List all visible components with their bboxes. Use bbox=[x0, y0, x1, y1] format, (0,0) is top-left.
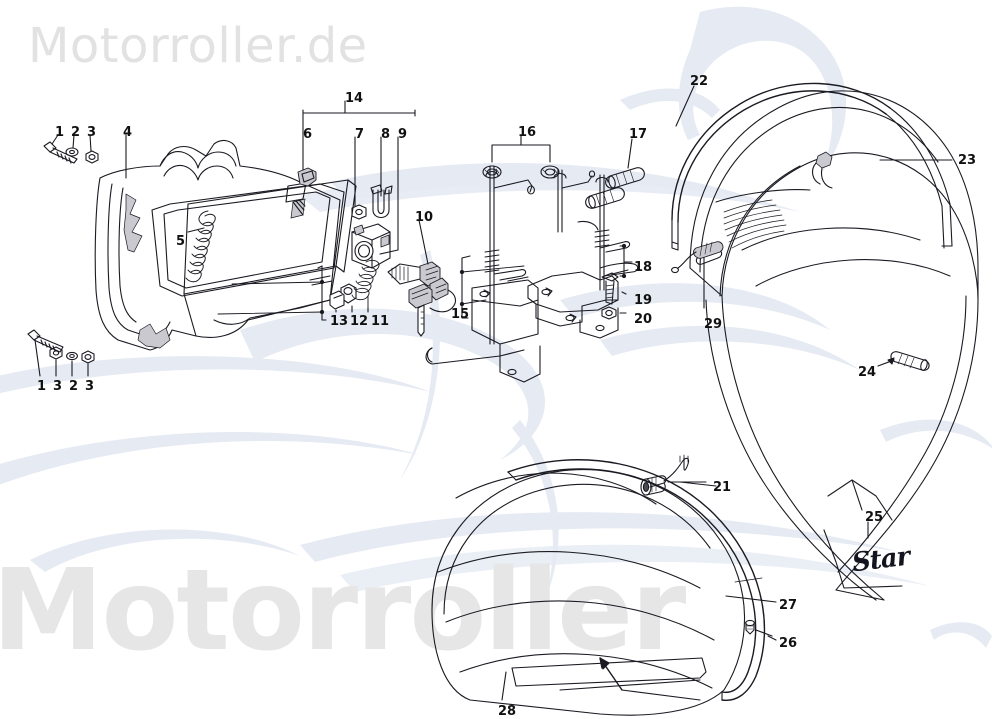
part-28-fender-cover bbox=[431, 468, 746, 716]
part-24-rubber-bush bbox=[877, 351, 930, 371]
callout-18: 18 bbox=[634, 260, 653, 275]
bracket-16 bbox=[491, 135, 551, 163]
leaders-right bbox=[501, 85, 953, 701]
callout-2: 2 bbox=[71, 125, 81, 140]
callout-1: 1 bbox=[55, 125, 65, 140]
part-29-connector bbox=[671, 241, 724, 309]
callout-10: 10 bbox=[415, 210, 434, 225]
callout-28: 28 bbox=[498, 704, 517, 719]
callout-21: 21 bbox=[713, 480, 732, 495]
part-23-front-fender bbox=[689, 90, 979, 601]
callout-4: 4 bbox=[123, 125, 133, 140]
callout-19: 19 bbox=[634, 293, 653, 308]
watermark-bottom: Motorroller bbox=[0, 546, 686, 676]
callout-15: 15 bbox=[451, 307, 470, 322]
fasteners-bottom-left bbox=[27, 329, 95, 364]
leaders-left-top bbox=[51, 134, 127, 179]
part-27-trim-strip bbox=[507, 459, 766, 701]
callout-3: 3 bbox=[53, 379, 63, 394]
leaders-middle bbox=[335, 219, 429, 313]
key bbox=[408, 283, 433, 337]
callout-1: 1 bbox=[37, 379, 47, 394]
leaders-left-bottom bbox=[34, 339, 89, 377]
part-25-emblem-region bbox=[823, 479, 903, 589]
fasteners-top-left bbox=[43, 141, 99, 164]
part-7-nut bbox=[351, 204, 367, 220]
parts-12-13-clips bbox=[329, 283, 357, 310]
callout-6: 6 bbox=[303, 127, 313, 142]
bracket-14 bbox=[302, 100, 416, 255]
part-22-fender-trim bbox=[671, 82, 953, 251]
callout-3: 3 bbox=[87, 125, 97, 140]
part-21-switch bbox=[640, 454, 707, 496]
part-8-u-clip bbox=[370, 184, 393, 219]
bracket-18 bbox=[619, 243, 633, 279]
part-9-lock-body bbox=[351, 223, 391, 269]
callout-17: 17 bbox=[629, 127, 648, 142]
callout-2: 2 bbox=[69, 379, 79, 394]
callout-14: 14 bbox=[345, 91, 364, 106]
callout-29: 29 bbox=[704, 317, 723, 332]
callout-25: 25 bbox=[865, 510, 884, 525]
part-5-coil-spring bbox=[185, 210, 216, 283]
callout-3: 3 bbox=[85, 379, 95, 394]
callout-16: 16 bbox=[518, 125, 537, 140]
callout-12: 12 bbox=[350, 314, 369, 329]
part-6-latch-catch bbox=[297, 167, 317, 187]
callout-27: 27 bbox=[779, 598, 798, 613]
bracket-13 bbox=[217, 265, 327, 321]
callout-11: 11 bbox=[371, 314, 390, 329]
watermark-top: Motorroller.de bbox=[28, 18, 368, 74]
part-4-leg-shield bbox=[94, 139, 357, 351]
callout-26: 26 bbox=[779, 636, 798, 651]
leader-5 bbox=[187, 227, 205, 233]
callout-24: 24 bbox=[858, 365, 877, 380]
parts-19-20 bbox=[601, 272, 627, 320]
callout-9: 9 bbox=[398, 127, 408, 142]
part-15-latch-left bbox=[425, 165, 541, 383]
callout-13: 13 bbox=[330, 314, 349, 329]
part-11-spring bbox=[351, 259, 380, 309]
callout-22: 22 bbox=[690, 74, 709, 89]
callout-23: 23 bbox=[958, 153, 977, 168]
part-26-screw bbox=[745, 619, 773, 637]
part-16-grommets bbox=[482, 165, 560, 179]
callout-20: 20 bbox=[634, 312, 653, 327]
part-10-lock-cylinder bbox=[387, 261, 457, 313]
part-17-rubber-sleeves bbox=[585, 138, 645, 209]
part-18-rods-right bbox=[527, 169, 639, 339]
callout-8: 8 bbox=[381, 127, 391, 142]
callout-7: 7 bbox=[355, 127, 365, 142]
callout-5: 5 bbox=[176, 234, 186, 249]
